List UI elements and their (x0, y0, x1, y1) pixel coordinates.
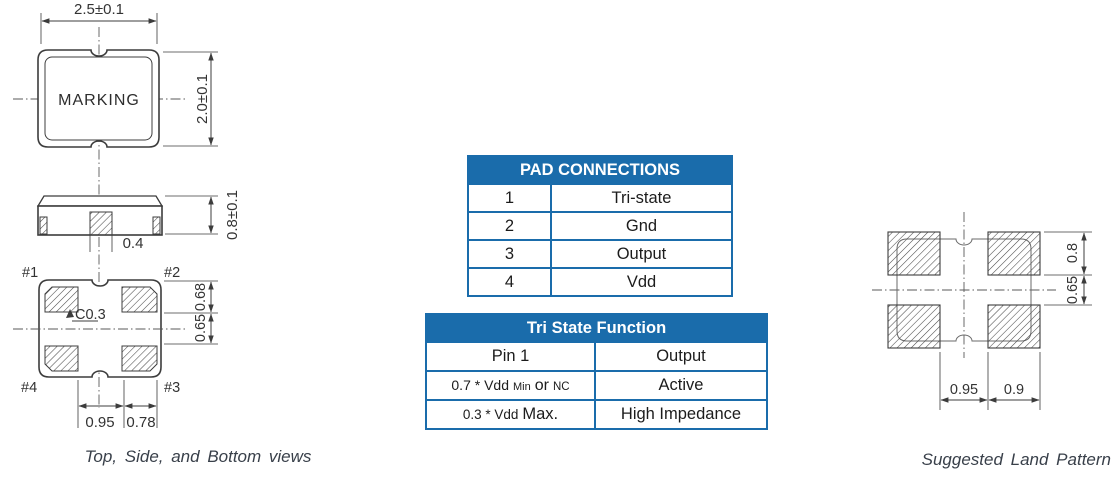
center-pad-dimension-label: 0.4 (123, 235, 144, 252)
land-pad-1 (887, 231, 941, 276)
pad-signal: Tri-state (550, 185, 731, 211)
gap-dimension-label: 0.65 (1065, 276, 1081, 304)
pad-signal: Gnd (550, 213, 731, 239)
pad-connections-table: PAD CONNECTIONS 1 Tri-state 2 Gnd 3 Outp… (467, 155, 733, 297)
pad-height-dimension-label: 0.8 (1065, 243, 1081, 263)
marking-label: MARKING (58, 92, 140, 109)
output-column-header: Output (594, 343, 766, 370)
pad-number: 2 (504, 217, 515, 235)
pad-width-dimension-label: 0.9 (1004, 382, 1024, 398)
side-height-dimension-label: 0.8±0.1 (224, 190, 241, 240)
pad-2 (121, 286, 158, 313)
pad-4 (44, 345, 79, 372)
span-dimension-label: 0.95 (950, 382, 978, 398)
table-header-row: Pin 1 Output (427, 341, 766, 370)
extension-lines (77, 380, 158, 428)
table-row: 4 Vdd (469, 267, 731, 295)
pin3-label: #3 (164, 380, 180, 396)
package-lid (36, 195, 164, 207)
top-height-dimension-label: 2.0±0.1 (194, 74, 211, 124)
land-pad-3 (987, 304, 1041, 349)
pad-signal: Vdd (550, 269, 731, 295)
center-pad (89, 211, 113, 236)
output-state: High Impedance (594, 401, 766, 428)
bottom-view: #1 #2 #4 #3 C0.3 0.68 0.65 0.95 0.78 (13, 265, 218, 431)
extension-lines (164, 280, 218, 345)
land-pattern-drawing: 0.8 0.65 0.95 0.9 (872, 212, 1092, 410)
extension-lines (89, 235, 113, 252)
views-caption: Top, Side, and Bottom views (84, 447, 312, 466)
extension-lines (939, 352, 1041, 410)
package-inner-outline (44, 56, 153, 141)
pad-3 (121, 345, 158, 372)
pad-number: 4 (504, 273, 515, 291)
pad-1 (44, 286, 79, 313)
land-pattern-caption: Suggested Land Pattern (921, 450, 1111, 469)
extension-lines (1044, 231, 1092, 306)
top-width-dimension-label: 2.5±0.1 (74, 1, 124, 18)
pad-number: 1 (504, 189, 515, 207)
pin1-label: #1 (22, 265, 38, 281)
table-row: 1 Tri-state (469, 183, 731, 211)
side-view: 0.4 0.8±0.1 (36, 190, 241, 252)
extension-lines (165, 195, 218, 235)
pin2-label: #2 (164, 265, 180, 281)
top-view: 2.5±0.1 MARKING 2.0±0.1 (13, 1, 218, 148)
pad-height-dimension-label: 0.68 (193, 283, 209, 311)
package-views-drawing: 2.5±0.1 MARKING 2.0±0.1 0.4 0.8±0.1 (13, 1, 241, 431)
tri-state-function-table: Tri State Function Pin 1 Output 0.7 * Vd… (425, 313, 768, 430)
right-terminal (152, 216, 161, 235)
pad-width-dimension-label: 0.78 (126, 414, 155, 431)
table-row: 3 Output (469, 239, 731, 267)
extension-lines (163, 51, 218, 147)
pin1-column-header: Pin 1 (491, 347, 530, 365)
pin4-label: #4 (21, 380, 37, 396)
left-terminal (39, 216, 48, 235)
chamfer-leader-arrow (66, 309, 74, 318)
land-pad-2 (987, 231, 1041, 276)
pad-signal: Output (550, 241, 731, 267)
tri-state-title: Tri State Function (427, 315, 766, 341)
table-row: 2 Gnd (469, 211, 731, 239)
marking-mask (58, 90, 140, 107)
pad-number: 3 (504, 245, 515, 263)
land-pad-4 (887, 304, 941, 349)
span-dimension-label: 0.95 (85, 414, 114, 431)
pad-connections-title: PAD CONNECTIONS (469, 157, 731, 183)
chamfer-label: C0.3 (75, 307, 106, 323)
extension-lines (40, 13, 158, 44)
output-state: Active (594, 372, 766, 399)
gap-dimension-label: 0.65 (193, 314, 209, 342)
